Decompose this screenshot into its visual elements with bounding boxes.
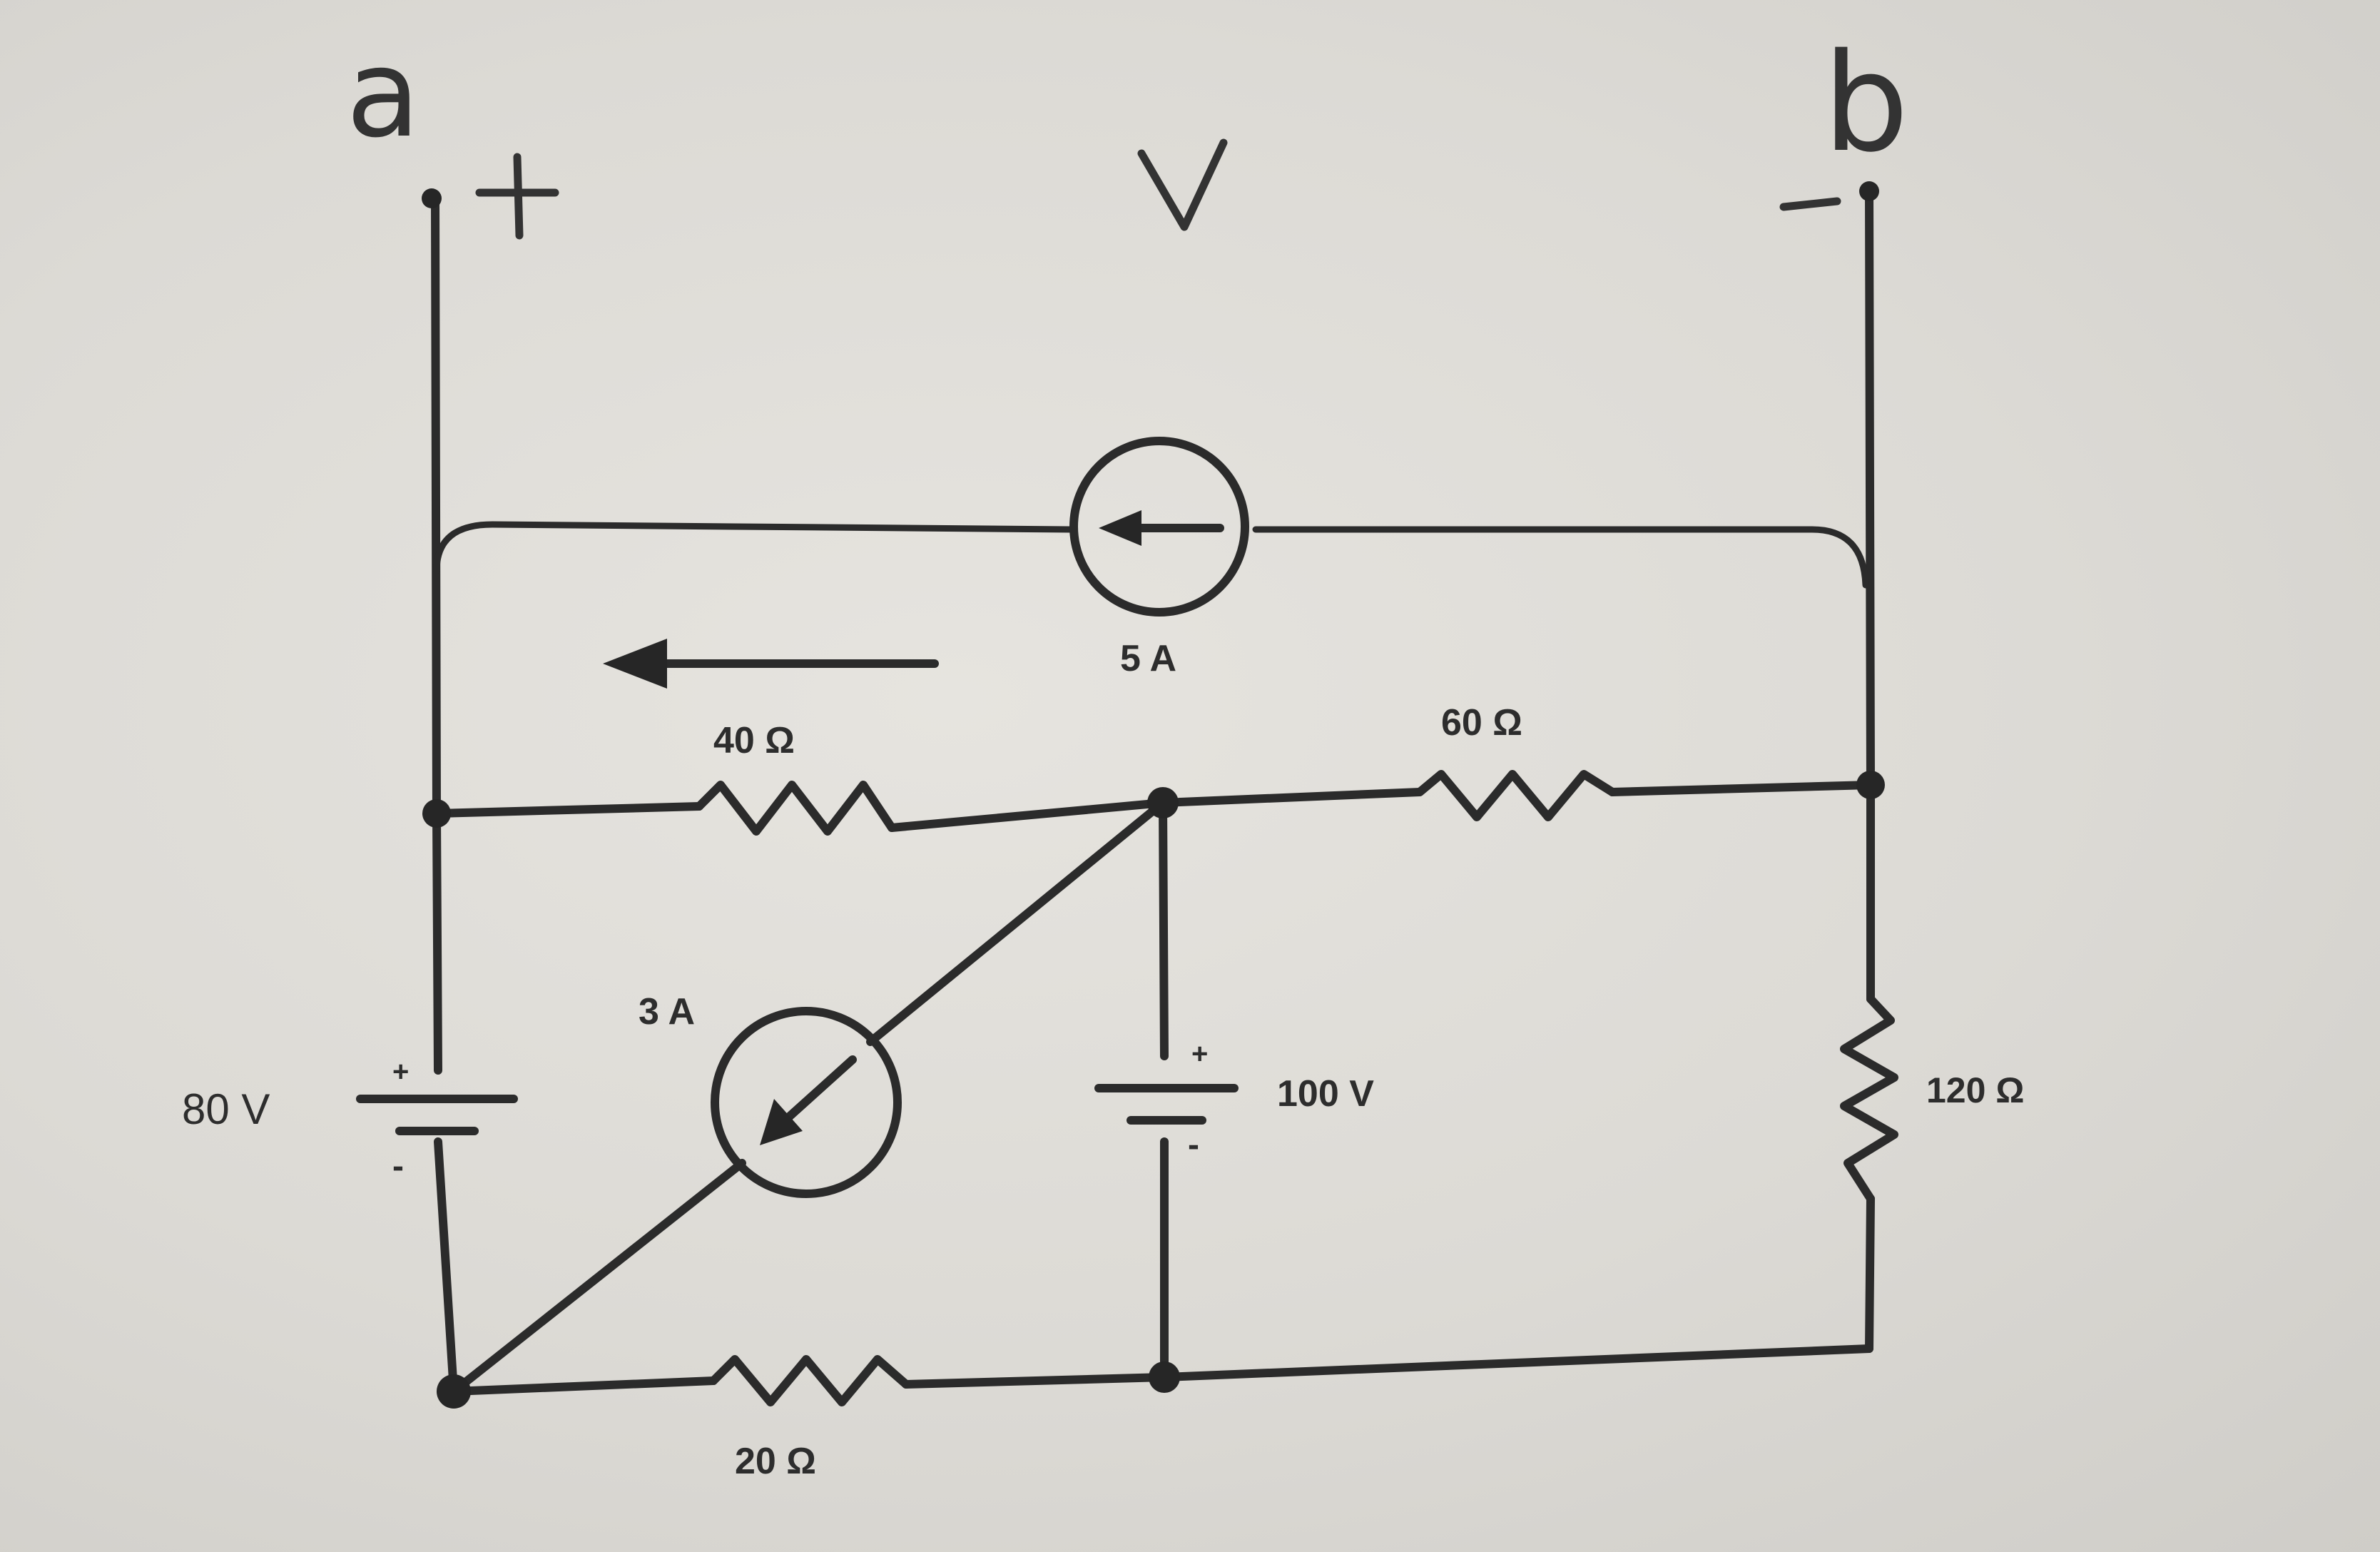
wire-bottom-left	[449, 1376, 718, 1396]
resistor-60-ohm	[1415, 770, 1617, 821]
wire-mid-left	[432, 802, 703, 818]
wire-mid-right	[1608, 781, 1875, 796]
wire-top-loop-right	[1252, 526, 1869, 589]
wire-left-lower-top	[432, 809, 442, 1075]
resistor-20-ohm	[709, 1355, 910, 1406]
label-100v: 100 V	[1277, 1073, 1374, 1115]
label-60-ohm: 60 Ω	[1441, 702, 1522, 744]
wire-left-lower-bottom	[434, 1137, 458, 1396]
wire-top-loop-left	[433, 521, 1074, 574]
label-5a: 5 A	[1120, 638, 1176, 679]
arrow-down-left-icon	[760, 1099, 803, 1145]
wire-right-upper	[1865, 188, 1875, 789]
current-direction-arrow	[603, 639, 939, 689]
wire-diagonal-upper	[866, 798, 1167, 1046]
current-source-5a	[1069, 437, 1249, 617]
wire-right-low	[1865, 1195, 1875, 1353]
label-3a: 3 A	[639, 991, 695, 1033]
current-source-5a-circle	[1069, 437, 1249, 617]
terminal-b-minus-sign	[1779, 197, 1841, 211]
battery-100v: + -	[1094, 1038, 1239, 1164]
resistor-40-ohm	[695, 781, 896, 836]
voltage-v-mark	[1137, 138, 1228, 231]
wire-diagonal-lower	[449, 1159, 746, 1396]
wire-center-upper	[1159, 798, 1169, 1060]
terminal-a-plus-vertical	[513, 153, 524, 240]
node-bottom-left	[437, 1374, 471, 1409]
resistor-120-ohm	[1840, 995, 1898, 1203]
wire-bottom-right	[1160, 1344, 1873, 1381]
current-source-3a	[711, 1007, 902, 1198]
label-120-ohm: 120 Ω	[1926, 1070, 2024, 1110]
label-40-ohm: 40 Ω	[713, 720, 795, 761]
terminal-b-label: b	[1823, 24, 1909, 182]
terminal-a-plus-sign	[475, 153, 559, 240]
terminal-b-dot	[1859, 181, 1879, 201]
node-top-left	[422, 799, 451, 828]
terminal-a-label: a	[346, 24, 420, 165]
arrow-left-icon	[1099, 510, 1141, 546]
battery-80v-minus: -	[392, 1147, 404, 1185]
label-20-ohm: 20 Ω	[735, 1441, 816, 1482]
current-source-3a-circle	[711, 1007, 902, 1198]
terminal-a-dot	[422, 188, 442, 208]
node-center	[1147, 787, 1179, 818]
arrow-left-icon	[603, 639, 667, 689]
wire-mid-center-right	[1159, 788, 1424, 807]
battery-100v-plus: +	[1191, 1038, 1208, 1070]
wire-left-upper	[431, 196, 441, 818]
node-bottom-center	[1149, 1361, 1180, 1393]
wire-bottom-center	[902, 1373, 1169, 1389]
wire-mid-center-left	[888, 798, 1167, 832]
battery-80v: + -	[356, 1056, 518, 1185]
node-right	[1856, 771, 1885, 799]
label-80v: 80 V	[182, 1085, 270, 1133]
current-source-3a-arrow-shaft	[777, 1055, 857, 1128]
battery-100v-minus: -	[1188, 1126, 1199, 1164]
battery-80v-plus: +	[392, 1056, 409, 1087]
